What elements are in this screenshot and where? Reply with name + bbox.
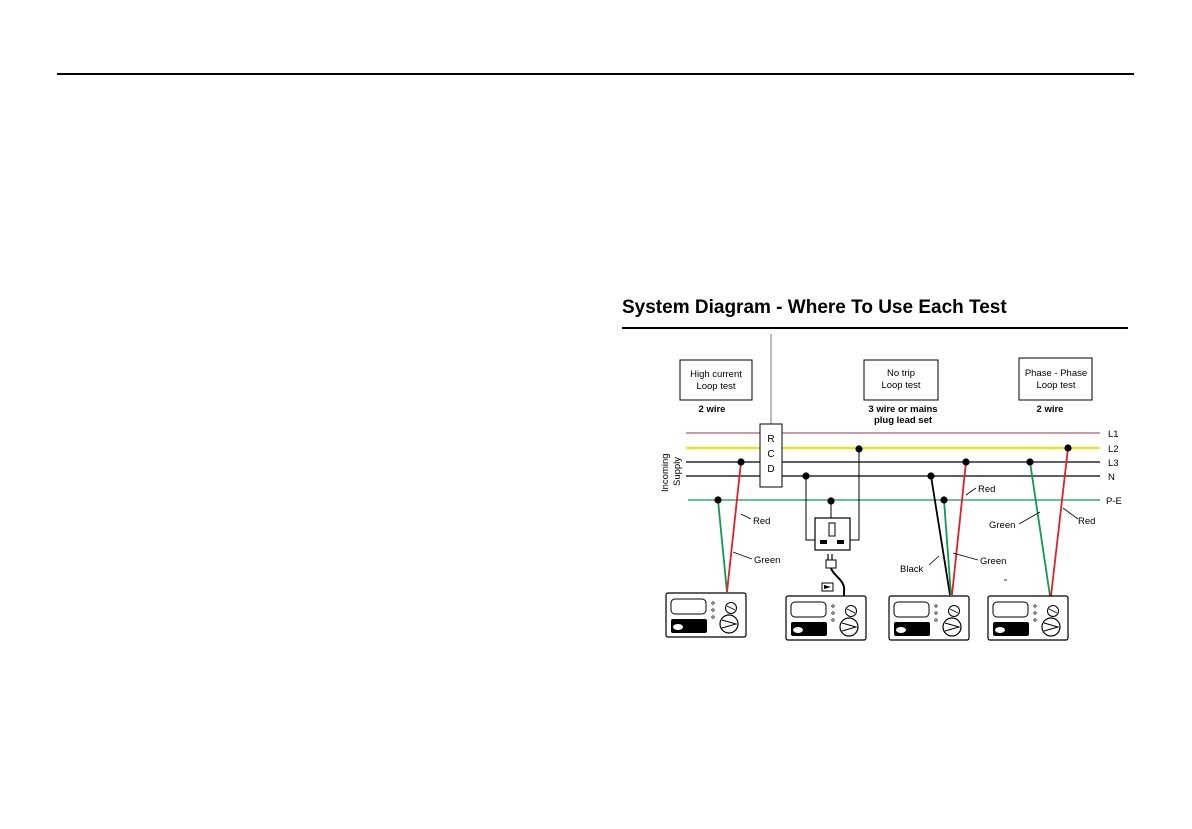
instruments bbox=[666, 593, 1068, 640]
mains-socket bbox=[815, 518, 850, 550]
instrument-display bbox=[894, 602, 929, 617]
rcd-letter-c: C bbox=[767, 449, 774, 460]
junction-dot bbox=[737, 458, 744, 465]
rcd-letter-d: D bbox=[767, 464, 774, 475]
test-box-line1: No trip bbox=[887, 368, 915, 379]
lead-red bbox=[1051, 448, 1068, 596]
lead-label-green: Green bbox=[989, 520, 1015, 531]
lead-label-green: Green bbox=[754, 555, 780, 566]
rcd-box: R C D bbox=[760, 424, 782, 487]
lead-label-black: Black bbox=[900, 564, 923, 575]
instrument-display bbox=[993, 602, 1028, 617]
test-box-no-trip: No trip Loop test 3 wire or mains plug l… bbox=[864, 360, 938, 426]
junction-dot bbox=[1064, 444, 1071, 451]
test-instrument bbox=[988, 596, 1068, 640]
lead-label-red: Red bbox=[978, 484, 995, 495]
lead-green bbox=[1030, 462, 1050, 596]
junction-dot bbox=[1026, 458, 1033, 465]
lead-label-red: Red bbox=[1078, 516, 1095, 527]
conductor-label-l2: L2 bbox=[1108, 444, 1119, 455]
instrument-display bbox=[671, 599, 706, 614]
test-box-line1: Phase - Phase bbox=[1025, 368, 1087, 379]
instrument-button bbox=[995, 627, 1005, 633]
instrument-display bbox=[791, 602, 826, 617]
test-box-line2: Loop test bbox=[881, 380, 920, 391]
lead-label-red: Red bbox=[753, 516, 770, 527]
test-box-line2: Loop test bbox=[696, 381, 735, 392]
conductor-label-l1: L1 bbox=[1108, 429, 1119, 440]
conductor-label-l3: L3 bbox=[1108, 458, 1119, 469]
lead-red bbox=[727, 462, 741, 592]
rcd-letter-r: R bbox=[767, 434, 774, 445]
junction-dot bbox=[962, 458, 969, 465]
junction-dot bbox=[827, 497, 834, 504]
test-box-line1: High current bbox=[690, 369, 742, 380]
junction-dot bbox=[855, 445, 862, 452]
test-instrument bbox=[666, 593, 746, 637]
test-box-caption: 2 wire bbox=[1037, 404, 1064, 415]
test-box-caption-2: plug lead set bbox=[874, 415, 933, 426]
test-box-caption: 3 wire or mains bbox=[868, 404, 937, 415]
conductor-lines bbox=[686, 433, 1100, 500]
instrument-button bbox=[896, 627, 906, 633]
test-box-high-current: High current Loop test 2 wire bbox=[680, 360, 752, 415]
junction-dot bbox=[802, 472, 809, 479]
conductor-label-pe: P-E bbox=[1106, 496, 1122, 507]
incoming-supply-label: Incoming Supply bbox=[660, 453, 683, 492]
instrument-button bbox=[793, 627, 803, 633]
junction-dot bbox=[714, 496, 721, 503]
lead-red bbox=[952, 462, 966, 595]
lead-green bbox=[718, 500, 727, 592]
mains-plug bbox=[822, 554, 844, 600]
test-box-caption: 2 wire bbox=[699, 404, 726, 415]
supply-label-line2: Supply bbox=[672, 457, 683, 486]
supply-label-line1: Incoming bbox=[660, 453, 671, 492]
lead-label-green: Green bbox=[980, 556, 1006, 567]
conductor-label-n: N bbox=[1108, 472, 1115, 483]
test-box-phase-phase: Phase - Phase Loop test 2 wire bbox=[1019, 358, 1092, 415]
junction-dot bbox=[940, 496, 947, 503]
junction-dot bbox=[927, 472, 934, 479]
test-instrument bbox=[786, 596, 866, 640]
test-box-line2: Loop test bbox=[1036, 380, 1075, 391]
instrument-button bbox=[673, 624, 683, 630]
test-instrument bbox=[889, 596, 969, 640]
